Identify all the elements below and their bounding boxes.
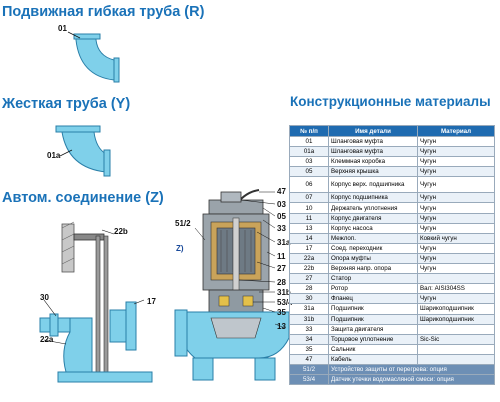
label-31a: 31a (277, 238, 291, 247)
pump-z-mark: Z) (176, 244, 184, 253)
label-11: 11 (277, 252, 286, 261)
label-51-2: 51/2 (175, 219, 191, 228)
col-header-num: № п/п (289, 125, 329, 137)
label-30: 30 (40, 293, 49, 302)
label-05: 05 (277, 212, 286, 221)
label-13: 13 (277, 322, 286, 331)
flexible-pipe-heading: Подвижная гибкая труба (R) (2, 4, 205, 20)
label-53-4: 53/4 (277, 298, 293, 307)
flexible-elbow-diagram (67, 31, 120, 83)
auto-coupling-diagram (39, 221, 153, 383)
label-47: 47 (277, 187, 286, 196)
rigid-pipe-heading: Жесткая труба (Y) (2, 96, 131, 112)
col-header-material: Материал (417, 125, 495, 137)
col-header-name: Имя детали (328, 125, 418, 137)
rigid-elbow-diagram (55, 125, 111, 177)
label-27: 27 (277, 264, 286, 273)
label-01: 01 (58, 24, 67, 33)
auto-coupling-heading: Автом. соединение (Z) (2, 190, 164, 206)
label-01a: 01a (47, 151, 61, 160)
label-17: 17 (147, 297, 156, 306)
materials-heading: Конструкционные материалы (290, 94, 491, 109)
label-31b: 31b (277, 288, 291, 297)
label-22b: 22b (114, 227, 128, 236)
label-33: 33 (277, 224, 286, 233)
label-28: 28 (277, 278, 286, 287)
label-22a: 22a (40, 335, 54, 344)
pump-cross-section (174, 189, 290, 381)
label-03: 03 (277, 200, 286, 209)
label-35: 35 (277, 308, 286, 317)
